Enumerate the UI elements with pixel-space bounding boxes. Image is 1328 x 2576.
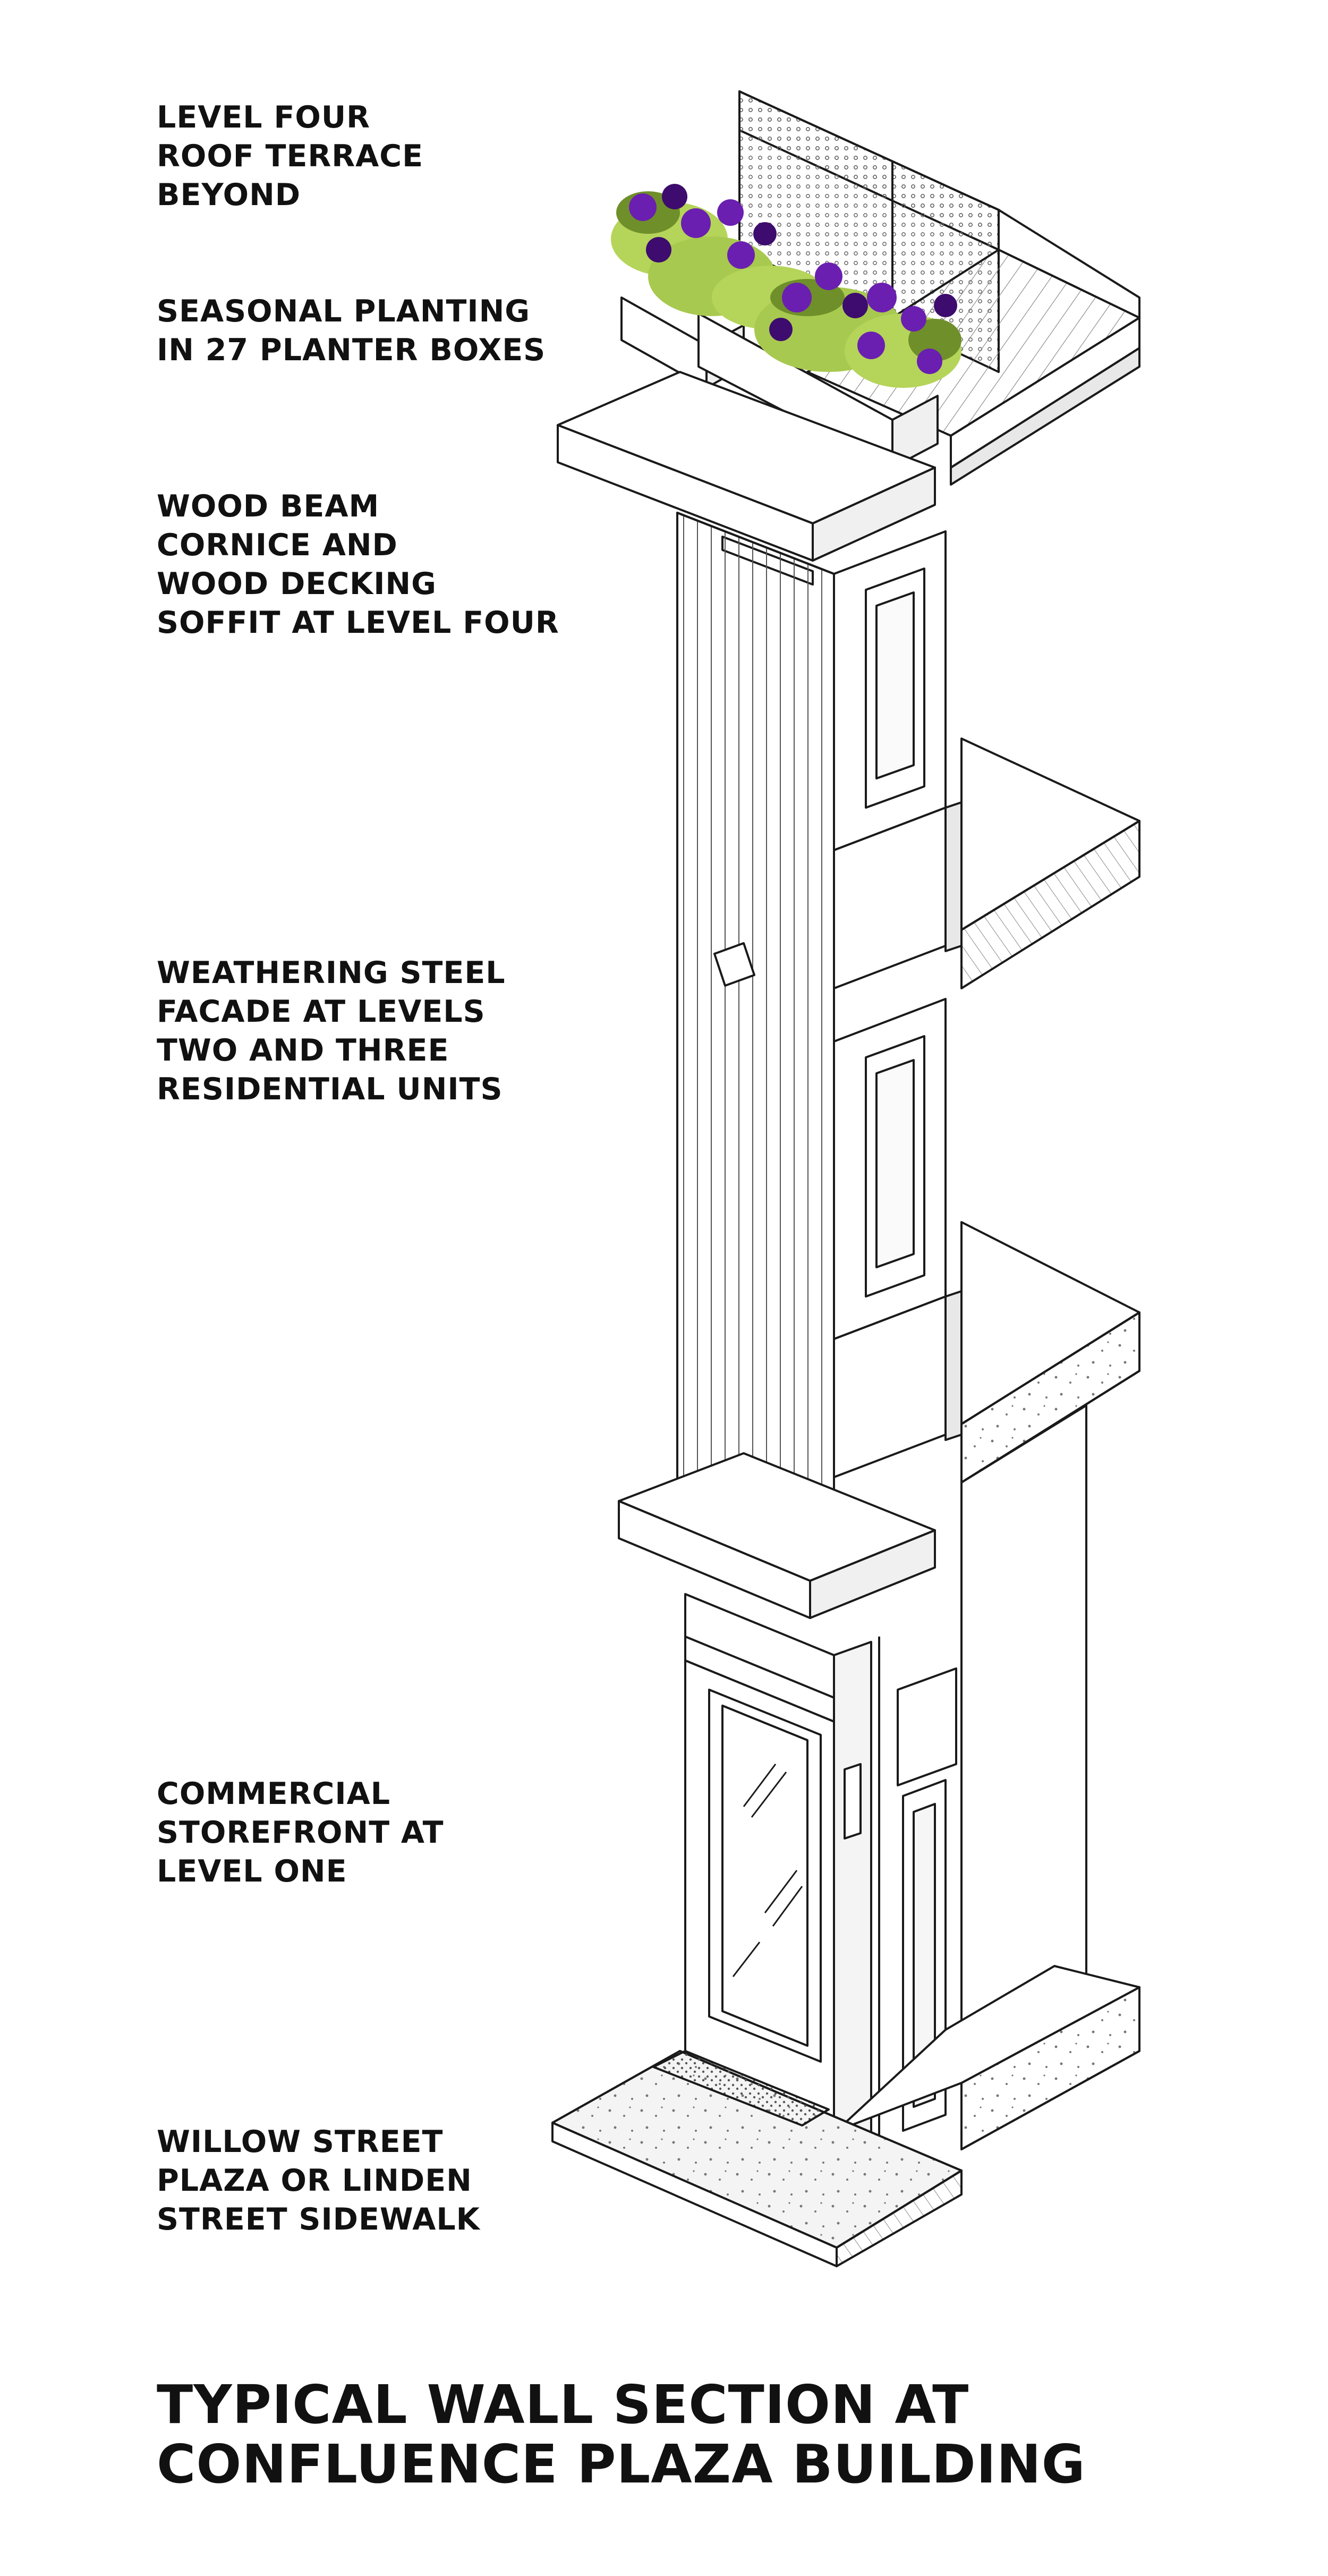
label-storefront: COMMERCIAL STOREFRONT AT LEVEL ONE [157, 1775, 582, 1891]
label-line: BEYOND [157, 177, 301, 213]
planter-boxes [620, 296, 939, 469]
label-sidewalk: WILLOW STREET PLAZA OR LINDEN STREET SID… [157, 2123, 582, 2239]
label-cornice: WOOD BEAM CORNICE AND WOOD DECKING SOFFI… [157, 487, 582, 642]
label-line: IN 27 PLANTER BOXES [157, 333, 546, 368]
roof-terrace [738, 90, 1140, 486]
floor-slab-level-two [960, 1221, 1140, 1484]
label-line: LEVEL ONE [157, 1854, 347, 1889]
label-line: RESIDENTIAL UNITS [157, 1072, 503, 1107]
label-line: CORNICE AND [157, 528, 398, 563]
window-level-two [833, 998, 963, 1478]
seasonal-planting [611, 184, 961, 388]
label-roof-terrace: LEVEL FOUR ROOF TERRACE BEYOND [157, 98, 582, 215]
label-line: ROOF TERRACE [157, 139, 424, 174]
label-line: STREET SIDEWALK [157, 2202, 480, 2237]
label-line: WOOD BEAM [157, 489, 380, 524]
label-line: PLAZA OR LINDEN [157, 2163, 472, 2198]
label-line: WEATHERING STEEL [157, 955, 506, 990]
label-planting: SEASONAL PLANTING IN 27 PLANTER BOXES [157, 292, 582, 370]
storefront-canopy [618, 1452, 936, 1619]
label-facade: WEATHERING STEEL FACADE AT LEVELS TWO AN… [157, 954, 582, 1109]
title-line: TYPICAL WALL SECTION AT [157, 2374, 969, 2436]
label-line: SOFFIT AT LEVEL FOUR [157, 605, 559, 640]
label-line: COMMERCIAL [157, 1776, 391, 1811]
label-line: WILLOW STREET [157, 2124, 444, 2159]
label-line: STOREFRONT AT [157, 1815, 444, 1850]
floor-slab-level-three [960, 738, 1140, 989]
window-level-three [833, 530, 963, 989]
sidewalk-slab [551, 1965, 1140, 2267]
label-line: TWO AND THREE [157, 1033, 449, 1068]
label-line: WOOD DECKING [157, 566, 437, 601]
drawing-title: TYPICAL WALL SECTION AT CONFLUENCE PLAZA… [157, 2375, 1272, 2494]
label-line: FACADE AT LEVELS [157, 994, 486, 1029]
title-line: CONFLUENCE PLAZA BUILDING [157, 2433, 1086, 2495]
label-line: LEVEL FOUR [157, 100, 371, 135]
label-line: SEASONAL PLANTING [157, 294, 531, 329]
weathering-steel-facade [676, 512, 835, 1608]
